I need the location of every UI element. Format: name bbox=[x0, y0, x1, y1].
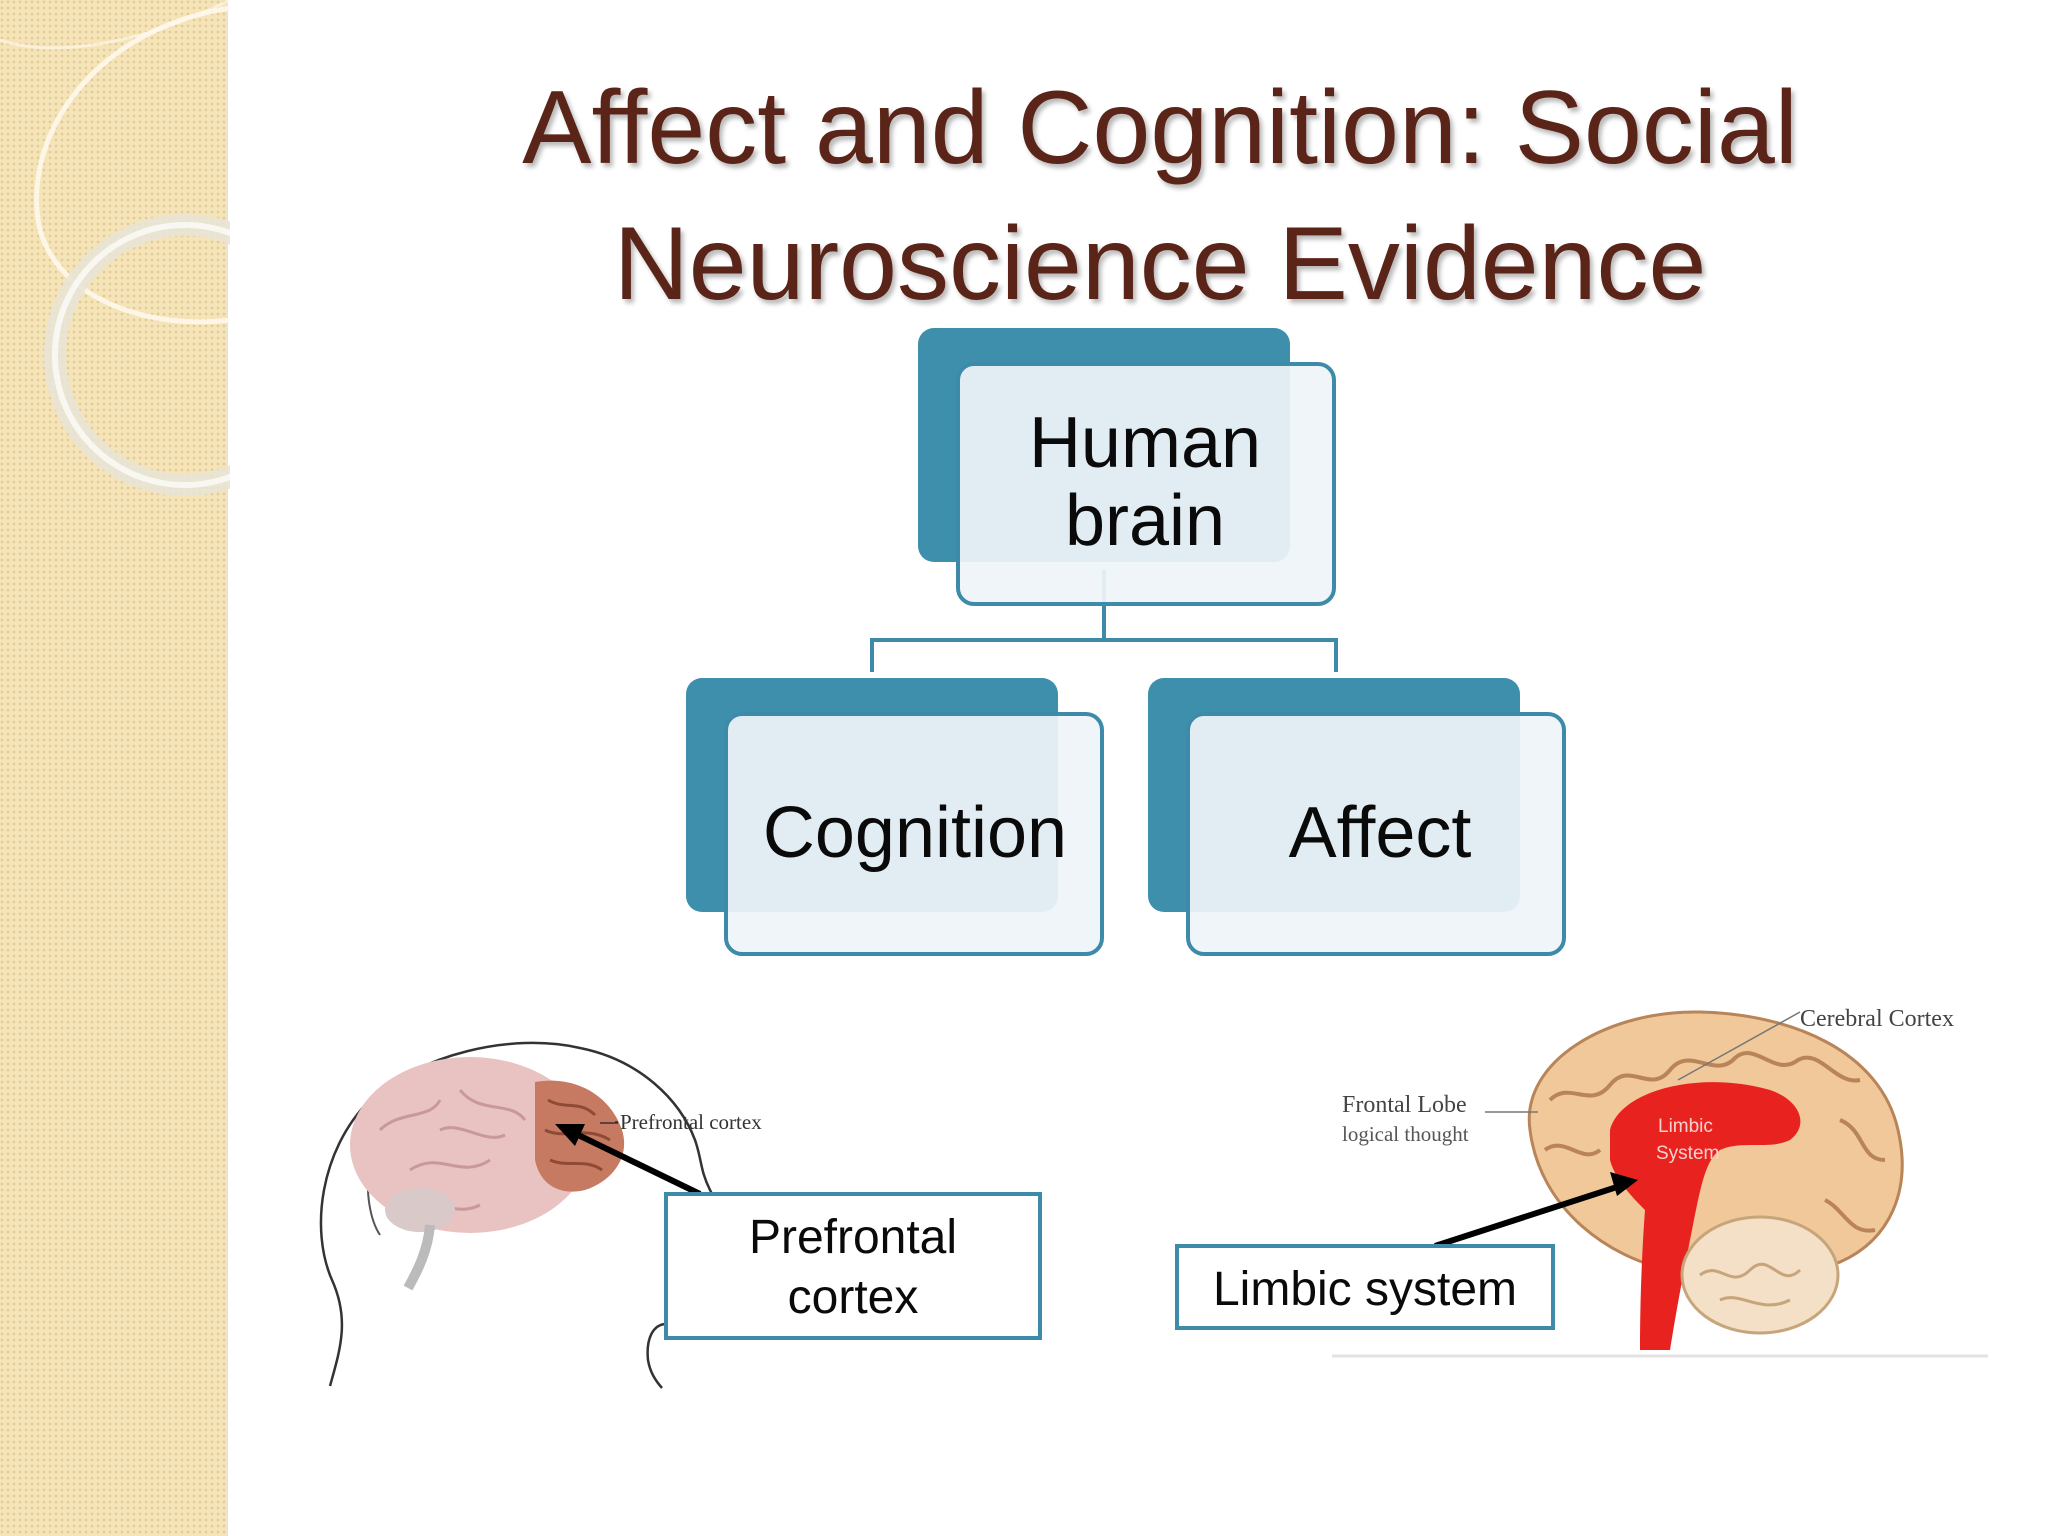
head-brain-illustration bbox=[319, 1041, 737, 1389]
callout-line-1: Prefrontal bbox=[748, 1211, 958, 1264]
node-label-line-2: brain bbox=[1064, 481, 1226, 561]
frontal-lobe-label: Frontal Lobe bbox=[1342, 1092, 1467, 1118]
limbic-figure-label-line-1: Limbic bbox=[1658, 1116, 1713, 1137]
prefrontal-cortex-figure-label: Prefrontal cortex bbox=[620, 1110, 762, 1134]
title-line-2: Neuroscience Evidence bbox=[613, 206, 1707, 322]
decorative-swirl bbox=[0, 0, 230, 496]
frontal-lobe-note: logical thought bbox=[1342, 1122, 1469, 1146]
callout-line-2: cortex bbox=[787, 1271, 919, 1324]
callout-limbic-system: Limbic system bbox=[1175, 1244, 1555, 1330]
callout-prefrontal-cortex: Prefrontal cortex bbox=[664, 1192, 1042, 1340]
node-label-line-1: Human bbox=[1028, 403, 1262, 483]
sagittal-brain-illustration bbox=[1332, 1010, 1988, 1358]
limbic-figure-label-line-2: System bbox=[1656, 1143, 1720, 1164]
title-line-1: Affect and Cognition: Social bbox=[522, 70, 1798, 186]
cerebral-cortex-label: Cerebral Cortex bbox=[1800, 1006, 1954, 1032]
node-label: Affect bbox=[1288, 793, 1472, 873]
node-card bbox=[724, 712, 1104, 956]
slide-title: Affect and Cognition: Social Neuroscienc… bbox=[380, 60, 1940, 332]
node-card bbox=[956, 362, 1336, 606]
node-label: Human brain bbox=[1000, 404, 1290, 560]
node-label: Cognition bbox=[762, 793, 1068, 873]
node-card bbox=[1186, 712, 1566, 956]
